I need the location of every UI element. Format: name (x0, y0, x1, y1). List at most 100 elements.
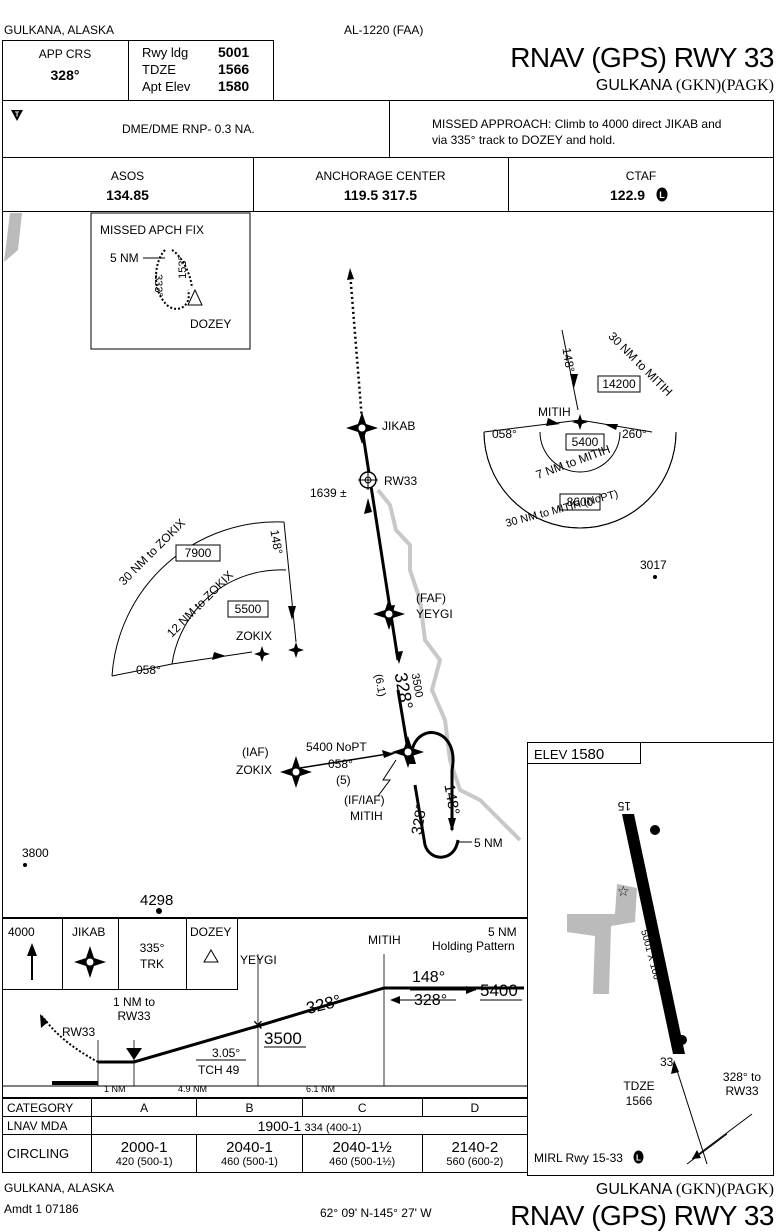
app-crs-value: 328° (50, 67, 80, 83)
footer-airport-text: GULKANA (595, 1181, 672, 1198)
apt-elev-value: 1580 (218, 78, 250, 94)
ma-trk-label: TRK (140, 957, 164, 971)
cat-b: B (196, 1098, 303, 1117)
airport-name-text: GULKANA (595, 77, 672, 94)
rwy-ldg-label: Rwy ldg (142, 45, 189, 60)
circling-a-sub: 420 (500-1) (115, 1156, 173, 1168)
sketch-elev-label: ELEV (534, 747, 568, 762)
asos-freq: 134.85 (106, 187, 149, 203)
procedure-title: RNAV (GPS) RWY 33 (510, 42, 774, 73)
profile-in: 328° (414, 992, 448, 1009)
profile-d1: 1 NM (104, 1084, 126, 1094)
airport-name: GULKANA (GKN)(PAGK) (596, 78, 774, 94)
mitih-label: MITIH (350, 809, 383, 823)
jikab-waypoint (346, 412, 378, 444)
comms-box (2, 157, 774, 212)
ctaf-freq: 122.9 (610, 187, 646, 203)
beacon-icon: ☆ (617, 883, 630, 899)
elev-box (527, 742, 641, 764)
mitih-waypoint (392, 736, 424, 768)
runway (622, 814, 685, 1054)
faf-label: (FAF) (416, 591, 446, 605)
procedure-number: AL-1220 (FAA) (344, 23, 424, 37)
sketch-elev: ELEV 1580 (534, 747, 604, 762)
svg-text:L: L (636, 1154, 641, 1163)
taa-west-alt2: 5500 (234, 602, 262, 616)
lighting-icon: L (633, 1150, 644, 1164)
missed-fix-title: MISSED APCH FIX (100, 223, 205, 237)
taa-east-260: 260° (622, 427, 647, 441)
taa-east-058: 058° (492, 427, 517, 441)
takeoff-minimums-icon: T (11, 110, 23, 121)
ma-fix1: JIKAB (72, 925, 106, 939)
circling-b-sub: 460 (500-1) (221, 1156, 278, 1168)
profile-gs: 3.05° (212, 1046, 241, 1060)
taa-west-alt1: 7900 (184, 546, 212, 560)
footer-location: GULKANA, ALASKA (4, 1181, 115, 1195)
footer-coords: 62° 09' N-145° 27' W (320, 1206, 432, 1220)
profile-alt-5400: 5400 (480, 981, 518, 1000)
ctaf-label: CTAF (625, 169, 657, 183)
sketch-final-to: RW33 (725, 1084, 759, 1098)
svg-text:15: 15 (617, 799, 631, 813)
ma-alt: 4000 (8, 925, 35, 939)
nopt-label: 5400 NoPT (306, 740, 367, 754)
lnav-label: LNAV MDA (2, 1116, 92, 1135)
taa-east-alt1: 14200 (602, 377, 636, 391)
circling-d-main: 2140-2 (451, 1139, 499, 1156)
missed-climb (41, 1015, 99, 1063)
profile-out: 148° (412, 969, 446, 986)
dozey-symbol (187, 288, 203, 306)
jikab-label: JIKAB (382, 419, 416, 433)
sketch-final-crs: 328° to (722, 1070, 762, 1084)
asos-label: ASOS (110, 169, 145, 183)
rw33-waypoint (358, 470, 378, 490)
dme-note: DME/DME RNP- 0.3 NA. (122, 122, 255, 136)
zokix-label: ZOKIX (236, 763, 273, 777)
circling-b-main: 2040-1 (226, 1139, 273, 1156)
circling-c-sub: 460 (500-1½) (329, 1156, 396, 1168)
svg-text:L: L (659, 190, 665, 200)
airport-sketch-graphics: 15 ☆ (567, 799, 753, 1165)
briefing-box (2, 40, 274, 100)
hold-leg: 5 NM (474, 836, 503, 850)
category-label: CATEGORY (2, 1098, 92, 1117)
center-label: ANCHORAGE CENTER (315, 169, 446, 183)
mitih-taa-west-fix (288, 642, 304, 658)
missed-fix-leg: 5 NM (110, 251, 139, 265)
zokix-crs: 058° (328, 757, 353, 771)
shoreline (4, 213, 22, 262)
rw33-elev: 1639 ± (310, 486, 347, 500)
ma-fix2: DOZEY (190, 925, 232, 939)
rwy15-vgsi (650, 825, 660, 835)
profile-tch: TCH 49 (198, 1063, 240, 1077)
profile-holding-label: Holding Pattern (432, 939, 515, 953)
circling-c-main: 2040-1½ (332, 1139, 392, 1156)
zokix-dist: (5) (336, 773, 351, 787)
rwy-ldg-value: 5001 (218, 44, 250, 60)
svg-text:T: T (15, 112, 20, 119)
circling-label: CIRCLING (2, 1134, 92, 1173)
footer-title: RNAV (GPS) RWY 33 (510, 1200, 774, 1231)
vdp-icon (126, 1048, 142, 1060)
ctaf-light-icon: L (656, 187, 668, 202)
cat-c: C (301, 1098, 423, 1117)
notes-box (2, 100, 774, 158)
tdze-label: TDZE (142, 62, 176, 77)
lnav-value: 1900-1 (257, 1117, 302, 1134)
lnav-sub: 334 (400-1) (304, 1121, 362, 1134)
circling-d-sub: 560 (600-2) (446, 1156, 504, 1168)
cat-a: A (90, 1098, 198, 1117)
yeygi-waypoint (373, 598, 405, 630)
rwy33-vgsi (677, 1035, 687, 1045)
airport-sketch (527, 742, 774, 1176)
circling-a-main: 2000-1 (120, 1139, 168, 1156)
zokix-waypoint (280, 756, 312, 788)
sketch-elev-value: 1580 (570, 746, 605, 763)
profile-mitih: MITIH (368, 933, 401, 947)
footer-airport-ids: (GKN)(PAGK) (675, 1181, 774, 1198)
